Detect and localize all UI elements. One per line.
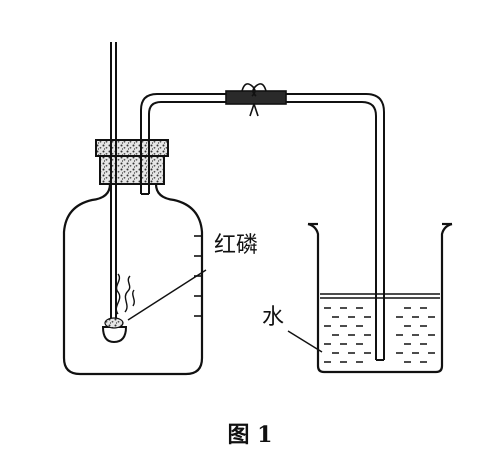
bottle-scale-marks xyxy=(194,235,202,317)
water xyxy=(320,293,440,363)
collecting-bottle xyxy=(62,163,204,376)
combustion-spoon xyxy=(101,42,128,344)
label-red-phosphorus: 红磷 xyxy=(214,233,258,258)
label-water: 水 xyxy=(262,305,284,330)
figure-caption: 图 1 xyxy=(228,422,273,448)
red-phosphorus xyxy=(104,317,124,329)
leader-lines xyxy=(127,269,323,353)
rubber-stopper xyxy=(95,139,169,185)
beaker xyxy=(307,222,453,374)
smoke-wisps xyxy=(115,273,135,315)
water-dashes xyxy=(324,307,435,363)
spring-clamp xyxy=(225,83,287,117)
